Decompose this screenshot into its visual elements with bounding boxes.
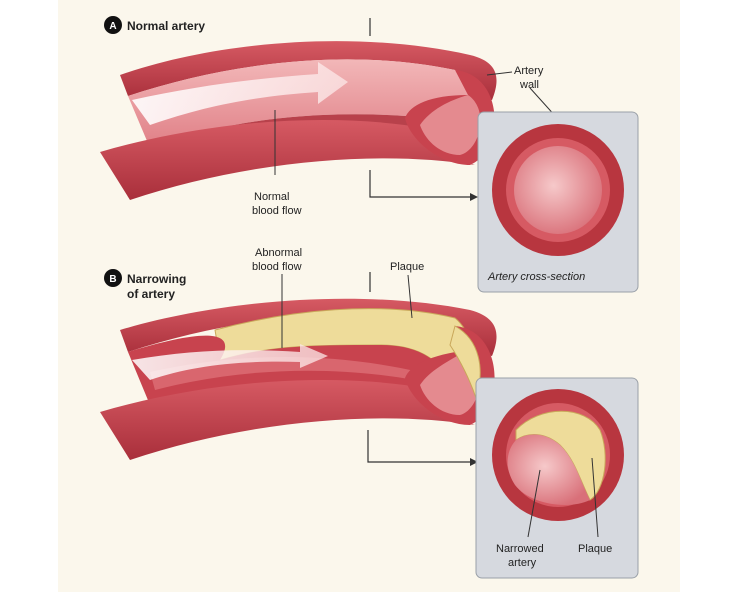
leader-to-inset-b bbox=[367, 430, 470, 463]
plaque-label: Plaque bbox=[390, 261, 424, 273]
cross-section-lumen-a bbox=[514, 146, 602, 234]
badge-b-circle bbox=[104, 269, 122, 287]
leader-artery-wall bbox=[486, 71, 513, 76]
arrowhead-inset-b bbox=[470, 458, 478, 466]
cross-section-narrowed-lumen bbox=[507, 434, 590, 505]
artery-lumen-a bbox=[128, 59, 469, 148]
artery-lower-wall-b bbox=[100, 380, 475, 460]
artery-wall-label-line1: Artery bbox=[514, 65, 544, 77]
leader-plaque bbox=[407, 274, 413, 319]
panel-b-title-line2: of artery bbox=[127, 287, 175, 301]
leader-to-inset-a bbox=[369, 170, 470, 198]
leader-narrowed-artery bbox=[527, 469, 541, 538]
badge-a-circle bbox=[104, 16, 122, 34]
panel-a-title: Normal artery bbox=[127, 19, 205, 33]
cross-section-caption: Artery cross-section bbox=[487, 271, 585, 283]
normal-flow-label-line2: blood flow bbox=[252, 205, 302, 217]
badge-a-letter: A bbox=[109, 21, 116, 32]
abnormal-flow-label-line2: blood flow bbox=[252, 261, 302, 273]
abnormal-flow-arrow bbox=[132, 344, 328, 380]
arrowhead-inset-a bbox=[470, 193, 478, 201]
artery-end-opening-a bbox=[420, 95, 481, 155]
artery-wall-label-line2: wall bbox=[519, 79, 539, 91]
panel-b: B Narrowing of artery Abnormal blood flo… bbox=[100, 247, 639, 579]
narrowed-artery-label-line1: Narrowed bbox=[496, 543, 544, 555]
narrowed-channel bbox=[150, 357, 420, 390]
badge-b-letter: B bbox=[109, 274, 116, 285]
artery-lower-wall-a bbox=[100, 120, 475, 200]
abnormal-flow-label-line1: Abnormal bbox=[255, 247, 302, 259]
artery-upper-wall-a bbox=[120, 41, 497, 100]
cross-plaque-label: Plaque bbox=[578, 543, 612, 555]
panel-a: A Normal artery Artery wall Normal blood… bbox=[100, 16, 639, 293]
narrowed-artery-label-line2: artery bbox=[508, 557, 537, 569]
leader-cross-plaque bbox=[591, 457, 599, 538]
normal-flow-label-line1: Normal bbox=[254, 191, 289, 203]
normal-flow-arrow bbox=[132, 62, 348, 125]
panel-b-title-line1: Narrowing bbox=[127, 272, 186, 286]
